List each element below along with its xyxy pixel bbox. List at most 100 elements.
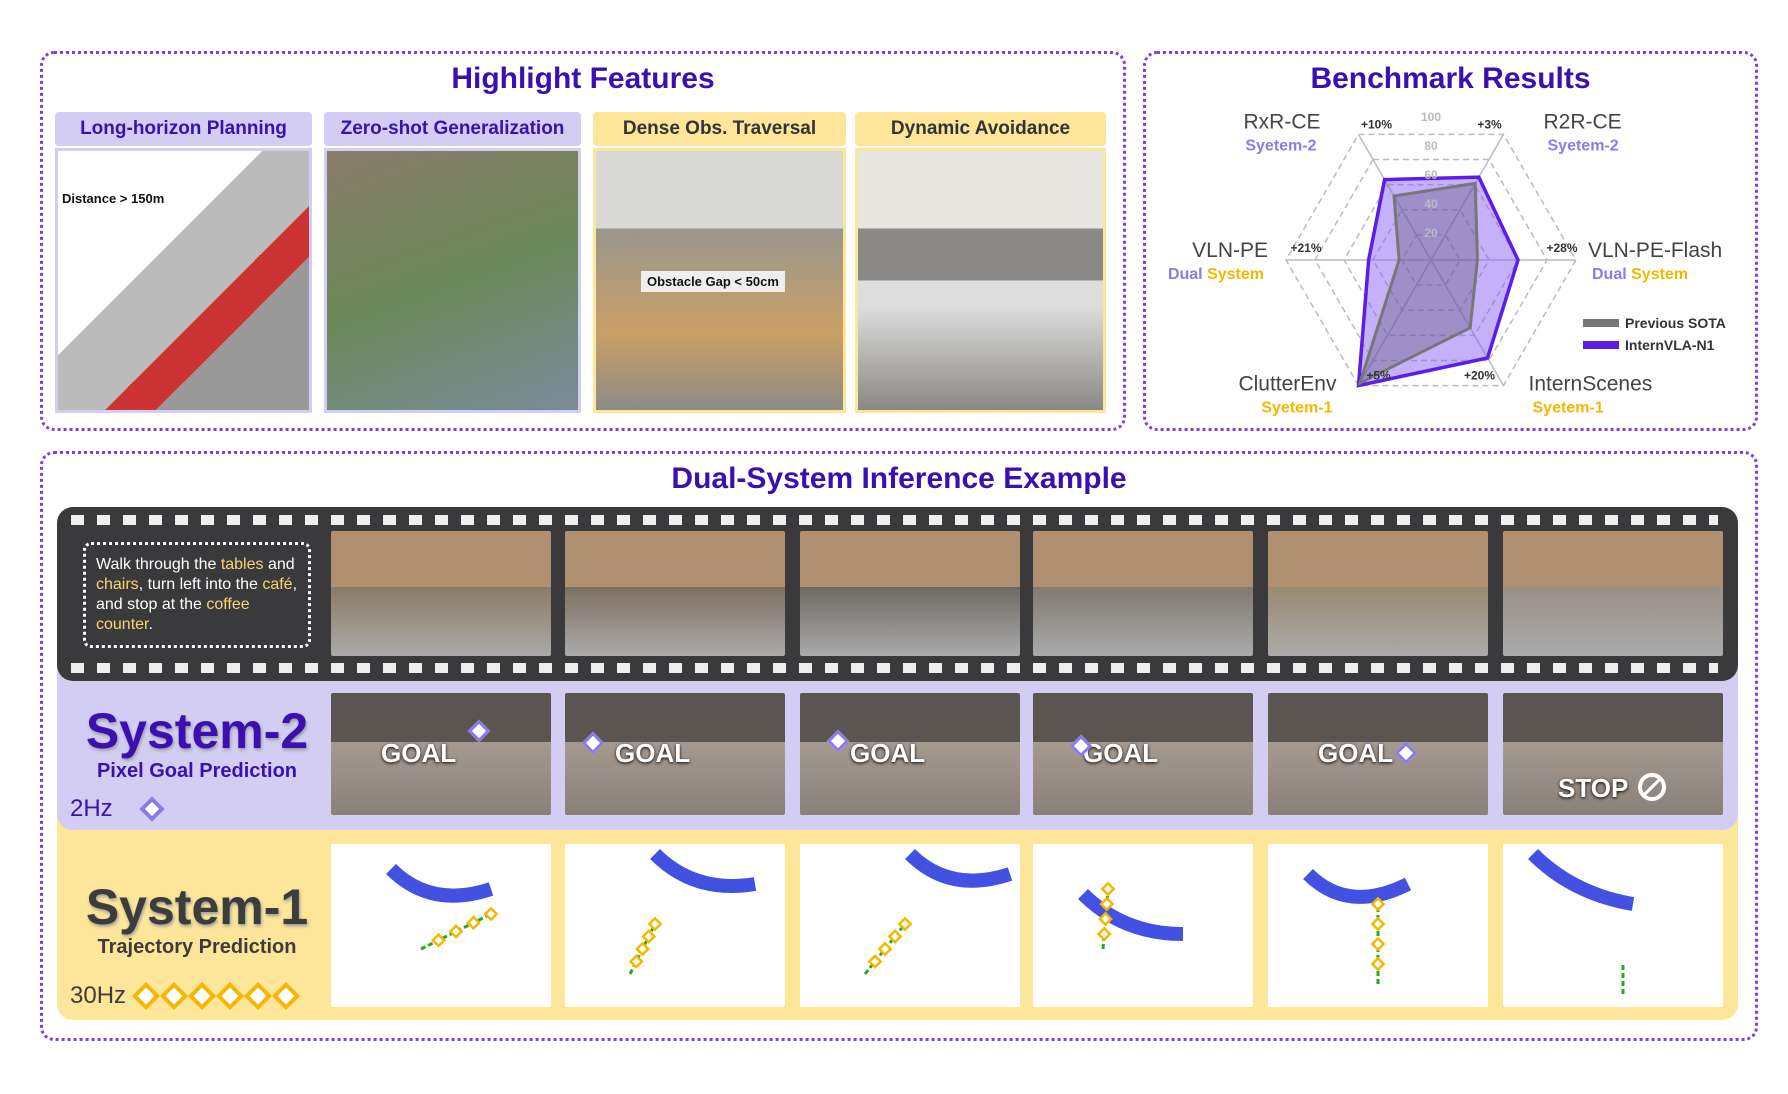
goal-frame-2: GOAL: [800, 693, 1020, 815]
feature-image-0: Distance > 150m: [55, 148, 312, 413]
waypoint-marker: [1098, 911, 1113, 927]
trajectory-map-0: [331, 844, 551, 1007]
goal-label: GOAL: [1318, 738, 1394, 768]
camera-frame-0: [331, 531, 551, 656]
feature-header-3: Dynamic Avoidance: [855, 112, 1106, 146]
goal-label: GOAL: [615, 738, 691, 768]
system1-rate-text: 30Hz: [70, 982, 127, 1009]
instruction-box: Walk through the tables and chairs, turn…: [83, 542, 311, 648]
waypoint-marker: [647, 916, 663, 932]
waypoint-marker: [1370, 896, 1386, 912]
trajectory-path: [420, 912, 492, 951]
trajectory-map-5: [1503, 844, 1723, 1007]
instruction-segment: chairs: [96, 576, 139, 593]
system1-subtitle: Trajectory Prediction: [97, 936, 297, 958]
obstacle-points: [650, 848, 757, 893]
obstacle-points: [1078, 888, 1184, 941]
camera-frame-1: [565, 531, 785, 656]
feature-annotation: Distance > 150m: [62, 191, 165, 206]
waypoint-diamond-icon: [187, 981, 217, 1011]
obstacle-points: [1528, 848, 1635, 911]
waypoint-diamond-icon: [243, 981, 273, 1011]
system1-name: System-1: [85, 879, 309, 935]
feature-header-0: Long-horizon Planning: [55, 112, 312, 146]
goal-diamond-icon: [138, 796, 165, 822]
feature-image-3: [855, 148, 1106, 413]
benchmark-title: Benchmark Results: [1310, 62, 1591, 95]
legend-swatch: [1583, 319, 1619, 327]
instruction-segment: café: [262, 576, 293, 593]
waypoint-marker: [635, 941, 650, 957]
system-tag: Syetem-2: [1245, 137, 1316, 154]
pixel-goal-diamond-icon: [826, 729, 850, 753]
gain-label: +21%: [1290, 241, 1321, 255]
highlight-features-panel: [40, 51, 1126, 431]
system-tag: Dual: [1592, 266, 1631, 283]
series-internvla-n1: [1356, 175, 1520, 388]
legend-label: InternVLA-N1: [1625, 337, 1715, 353]
waypoint-marker: [1100, 881, 1116, 897]
film-holes-bottom: [71, 663, 1718, 673]
feature-image-2: Obstacle Gap < 50cm: [593, 148, 846, 413]
trajectory-plot: [386, 863, 499, 951]
system-tag: Dual: [1168, 266, 1207, 283]
waypoint-marker: [1099, 896, 1115, 912]
tick-label: 80: [1424, 139, 1438, 153]
system2-rate-text: 2Hz: [70, 795, 113, 822]
system2-rate: 2Hz: [70, 795, 165, 823]
legend-swatch: [1583, 341, 1619, 349]
system2-name: System-2: [85, 703, 309, 759]
axis-system: Syetem-1: [1261, 400, 1332, 417]
inference-panel: [40, 451, 1758, 1041]
waypoint-marker: [431, 932, 446, 948]
waypoint-marker: [897, 916, 913, 932]
camera-frame-3: [1033, 531, 1253, 656]
system-tag: System: [1207, 266, 1264, 283]
instruction-segment: tables: [220, 556, 264, 573]
system-tag: Syetem-2: [1548, 137, 1619, 154]
gain-label: +5%: [1366, 369, 1391, 383]
waypoint-diamond-icon: [271, 981, 301, 1011]
pixel-goal-diamond-icon: [1394, 741, 1418, 765]
obstacle-points: [1303, 868, 1412, 904]
axis-system: Syetem-2: [1548, 137, 1619, 154]
radar-chart: 20406080100+10%RxR-CESyetem-2+3%R2R-CESy…: [1168, 110, 1726, 417]
goal-frame-3: GOAL: [1033, 693, 1253, 815]
goal-frame-0: GOAL: [331, 693, 551, 815]
system2-subtitle: Pixel Goal Prediction: [96, 760, 298, 782]
benchmark-panel: [1143, 51, 1758, 431]
goal-label: GOAL: [1083, 738, 1159, 768]
trajectory-plot: [1303, 868, 1412, 984]
trajectory-map-3: [1033, 844, 1253, 1007]
tick-label: 60: [1424, 168, 1438, 182]
trajectory-plot: [1528, 848, 1635, 994]
camera-frame-2: [800, 531, 1020, 656]
waypoint-marker: [466, 915, 481, 931]
stop-icon: [1638, 773, 1666, 801]
pixel-goal-diamond-icon: [467, 719, 491, 743]
goal-label: STOP: [1558, 773, 1629, 803]
tick-label: 100: [1421, 110, 1441, 124]
waypoint-marker: [641, 929, 657, 944]
waypoint-diamond-icon: [159, 981, 189, 1011]
trajectory-map-4: [1268, 844, 1488, 1007]
series-previous-sota: [1357, 181, 1479, 386]
obstacle-points: [905, 848, 1013, 888]
instruction-segment: , and stop at the: [96, 576, 298, 613]
waypoint-marker: [877, 941, 893, 957]
trajectory-map-1: [565, 844, 785, 1007]
trajectory-plot: [628, 848, 757, 975]
instruction-segment: .: [148, 616, 153, 633]
goal-frame-4: GOAL: [1268, 693, 1488, 815]
instruction-segment: Walk through the: [96, 556, 221, 573]
system-tag: Syetem-1: [1533, 400, 1604, 417]
trajectory-plot: [863, 848, 1013, 975]
inference-title: Dual-System Inference Example: [671, 462, 1127, 495]
axis-name: VLN-PE: [1192, 239, 1268, 262]
gain-label: +28%: [1546, 241, 1577, 255]
camera-frame-5: [1503, 531, 1723, 656]
axis-system: Syetem-2: [1245, 137, 1316, 154]
axis-name: ClutterEnv: [1238, 373, 1337, 396]
instruction-segment: and: [263, 556, 295, 573]
waypoint-marker: [1370, 916, 1386, 932]
